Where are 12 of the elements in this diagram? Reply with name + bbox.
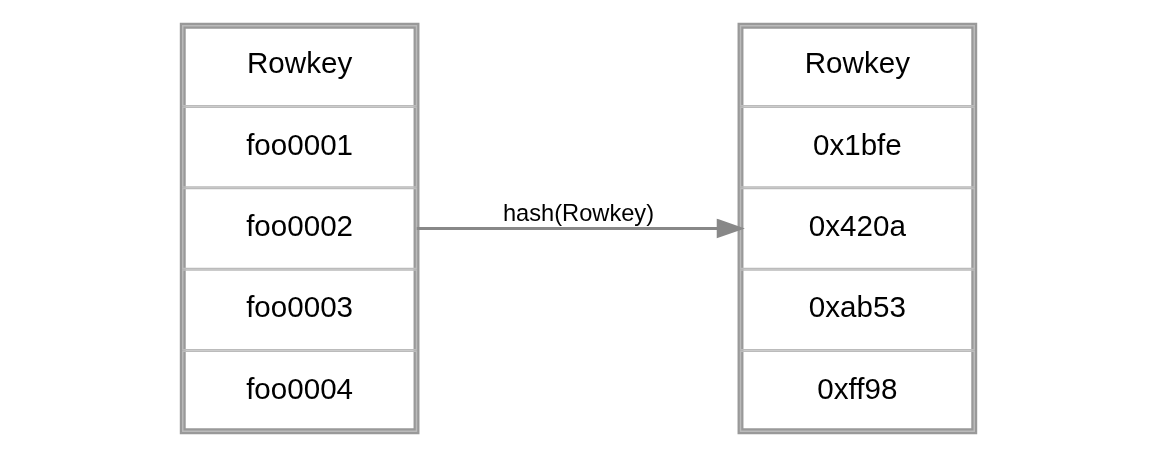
node-box: 0xab53 <box>739 269 975 351</box>
node-box: Rowkey <box>739 25 975 107</box>
node-box: foo0001 <box>182 106 418 188</box>
node-box: foo0003 <box>182 269 418 351</box>
node-box: 0x420a <box>739 187 975 270</box>
node-box: 0x1bfe <box>739 106 975 188</box>
node-box: Rowkey <box>182 25 418 107</box>
node-box: foo0004 <box>182 350 418 432</box>
node-box: foo0002 <box>182 187 418 270</box>
node-box: 0xff98 <box>739 350 975 432</box>
edge-label: hash(Rowkey) <box>502 199 655 226</box>
arrow <box>416 218 745 239</box>
